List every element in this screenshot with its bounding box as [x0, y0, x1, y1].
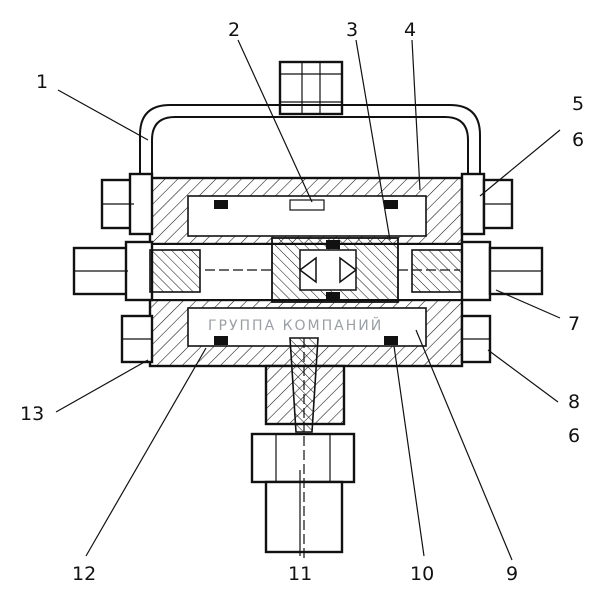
callout-8: 8: [568, 391, 580, 413]
callout-10: 10: [410, 563, 434, 585]
callout-6-lower: 6: [568, 425, 580, 447]
callout-2: 2: [228, 19, 240, 41]
callout-13: 13: [20, 403, 44, 425]
callout-12: 12: [72, 563, 96, 585]
right-fittings: [411, 172, 544, 364]
callout-1: 1: [36, 71, 48, 93]
callout-4: 4: [404, 19, 416, 41]
leader-lines: [55, 39, 561, 561]
callout-7: 7: [568, 313, 580, 335]
callout-3: 3: [346, 19, 358, 41]
bottom-outlet: [250, 337, 356, 560]
callout-5: 5: [572, 93, 584, 115]
callout-6-upper: 6: [572, 129, 584, 151]
left-fittings: [72, 172, 201, 364]
callout-11: 11: [288, 563, 312, 585]
middle-channel: [149, 237, 463, 303]
bracket-handle: [139, 104, 481, 178]
callout-9: 9: [506, 563, 518, 585]
watermark-text: ГРУППА КОМПАНИЙ: [208, 316, 383, 334]
top-hex-nut: [278, 60, 344, 116]
